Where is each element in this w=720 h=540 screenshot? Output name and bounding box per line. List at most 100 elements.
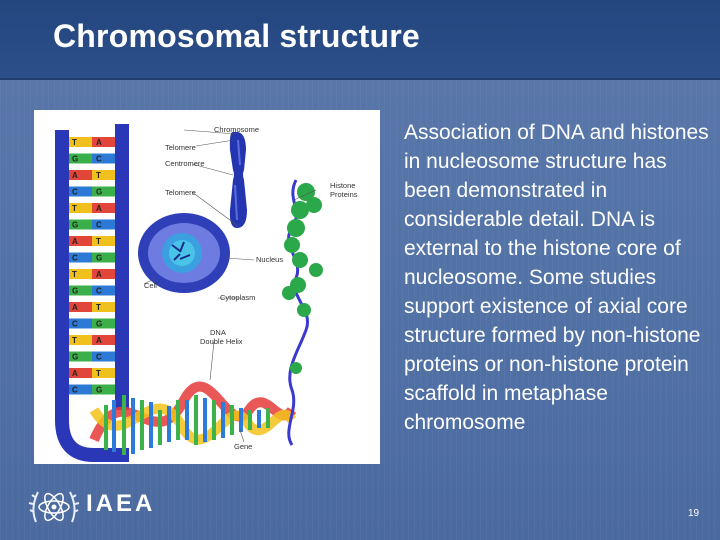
base-block — [69, 170, 92, 180]
base-block — [92, 153, 115, 164]
base-letter: G — [96, 254, 102, 263]
base-letter: G — [96, 386, 102, 395]
base-block — [69, 302, 92, 312]
base-letter: C — [96, 287, 102, 296]
base-letter: T — [96, 303, 101, 312]
base-block — [69, 153, 92, 164]
base-letter: T — [72, 204, 77, 213]
base-block — [92, 384, 115, 395]
base-letter: G — [96, 320, 102, 329]
base-letter: A — [96, 336, 102, 345]
base-block — [92, 203, 115, 213]
base-block — [69, 252, 92, 263]
base-letter: C — [72, 188, 78, 197]
base-block — [69, 285, 92, 296]
base-letter: G — [72, 353, 78, 362]
base-letter: A — [96, 204, 102, 213]
base-block — [92, 186, 115, 197]
title-bar: Chromosomal structure — [0, 0, 720, 80]
base-letter: T — [72, 138, 77, 147]
label-proteins: Proteins — [330, 190, 358, 199]
label-dna: DNA — [210, 328, 226, 337]
base-letter: G — [72, 155, 78, 164]
base-letter: C — [72, 320, 78, 329]
base-block — [92, 368, 115, 378]
base-block — [92, 335, 115, 345]
label-histone: Histone — [330, 181, 355, 190]
label-telomere-top: Telomere — [165, 143, 196, 152]
base-block — [69, 269, 92, 279]
label-chromosome: Chromosome — [214, 125, 259, 134]
label-cell: Cell — [144, 281, 157, 290]
label-double-helix: Double Helix — [200, 337, 243, 346]
base-block — [92, 285, 115, 296]
label-cytoplasm: Cytoplasm — [220, 293, 255, 302]
base-block — [69, 384, 92, 395]
base-letter: G — [72, 221, 78, 230]
cell-illustration — [138, 213, 230, 293]
base-block — [69, 335, 92, 345]
base-letter: T — [96, 171, 101, 180]
base-letter: G — [96, 188, 102, 197]
base-block — [92, 219, 115, 230]
dna-backbone-left — [55, 130, 129, 462]
base-block — [69, 186, 92, 197]
base-letter: A — [96, 270, 102, 279]
chromosome-shape — [229, 131, 247, 228]
slide-title: Chromosomal structure — [53, 18, 420, 54]
base-block — [69, 351, 92, 362]
label-telomere-bottom: Telomere — [165, 188, 196, 197]
base-block — [69, 368, 92, 378]
atom-laurel-icon — [28, 482, 80, 530]
double-helix — [89, 381, 297, 455]
nucleosome-chain — [282, 179, 323, 446]
base-letter: C — [96, 353, 102, 362]
base-letter: A — [72, 237, 78, 246]
label-gene: Gene — [234, 442, 252, 451]
base-block — [92, 236, 115, 246]
iaea-logo-text: IAEA — [86, 490, 156, 517]
base-letter: C — [72, 254, 78, 263]
label-nucleus: Nucleus — [256, 255, 283, 264]
base-block — [92, 302, 115, 312]
base-block — [92, 351, 115, 362]
base-letter: C — [96, 221, 102, 230]
base-block — [69, 219, 92, 230]
base-letter: T — [96, 369, 101, 378]
base-block — [69, 318, 92, 329]
base-block — [92, 269, 115, 279]
label-leaders — [143, 129, 317, 443]
base-letter: G — [72, 287, 78, 296]
base-block — [69, 137, 92, 147]
base-letter: A — [72, 369, 78, 378]
label-centromere: Centromere — [165, 159, 205, 168]
base-block — [92, 252, 115, 263]
page-number: 19 — [688, 508, 700, 519]
base-letter: A — [72, 303, 78, 312]
base-block — [92, 137, 115, 147]
base-letter: A — [96, 138, 102, 147]
base-block — [92, 318, 115, 329]
base-block — [92, 170, 115, 180]
base-letter: A — [72, 171, 78, 180]
base-block — [69, 203, 92, 213]
base-block — [69, 236, 92, 246]
